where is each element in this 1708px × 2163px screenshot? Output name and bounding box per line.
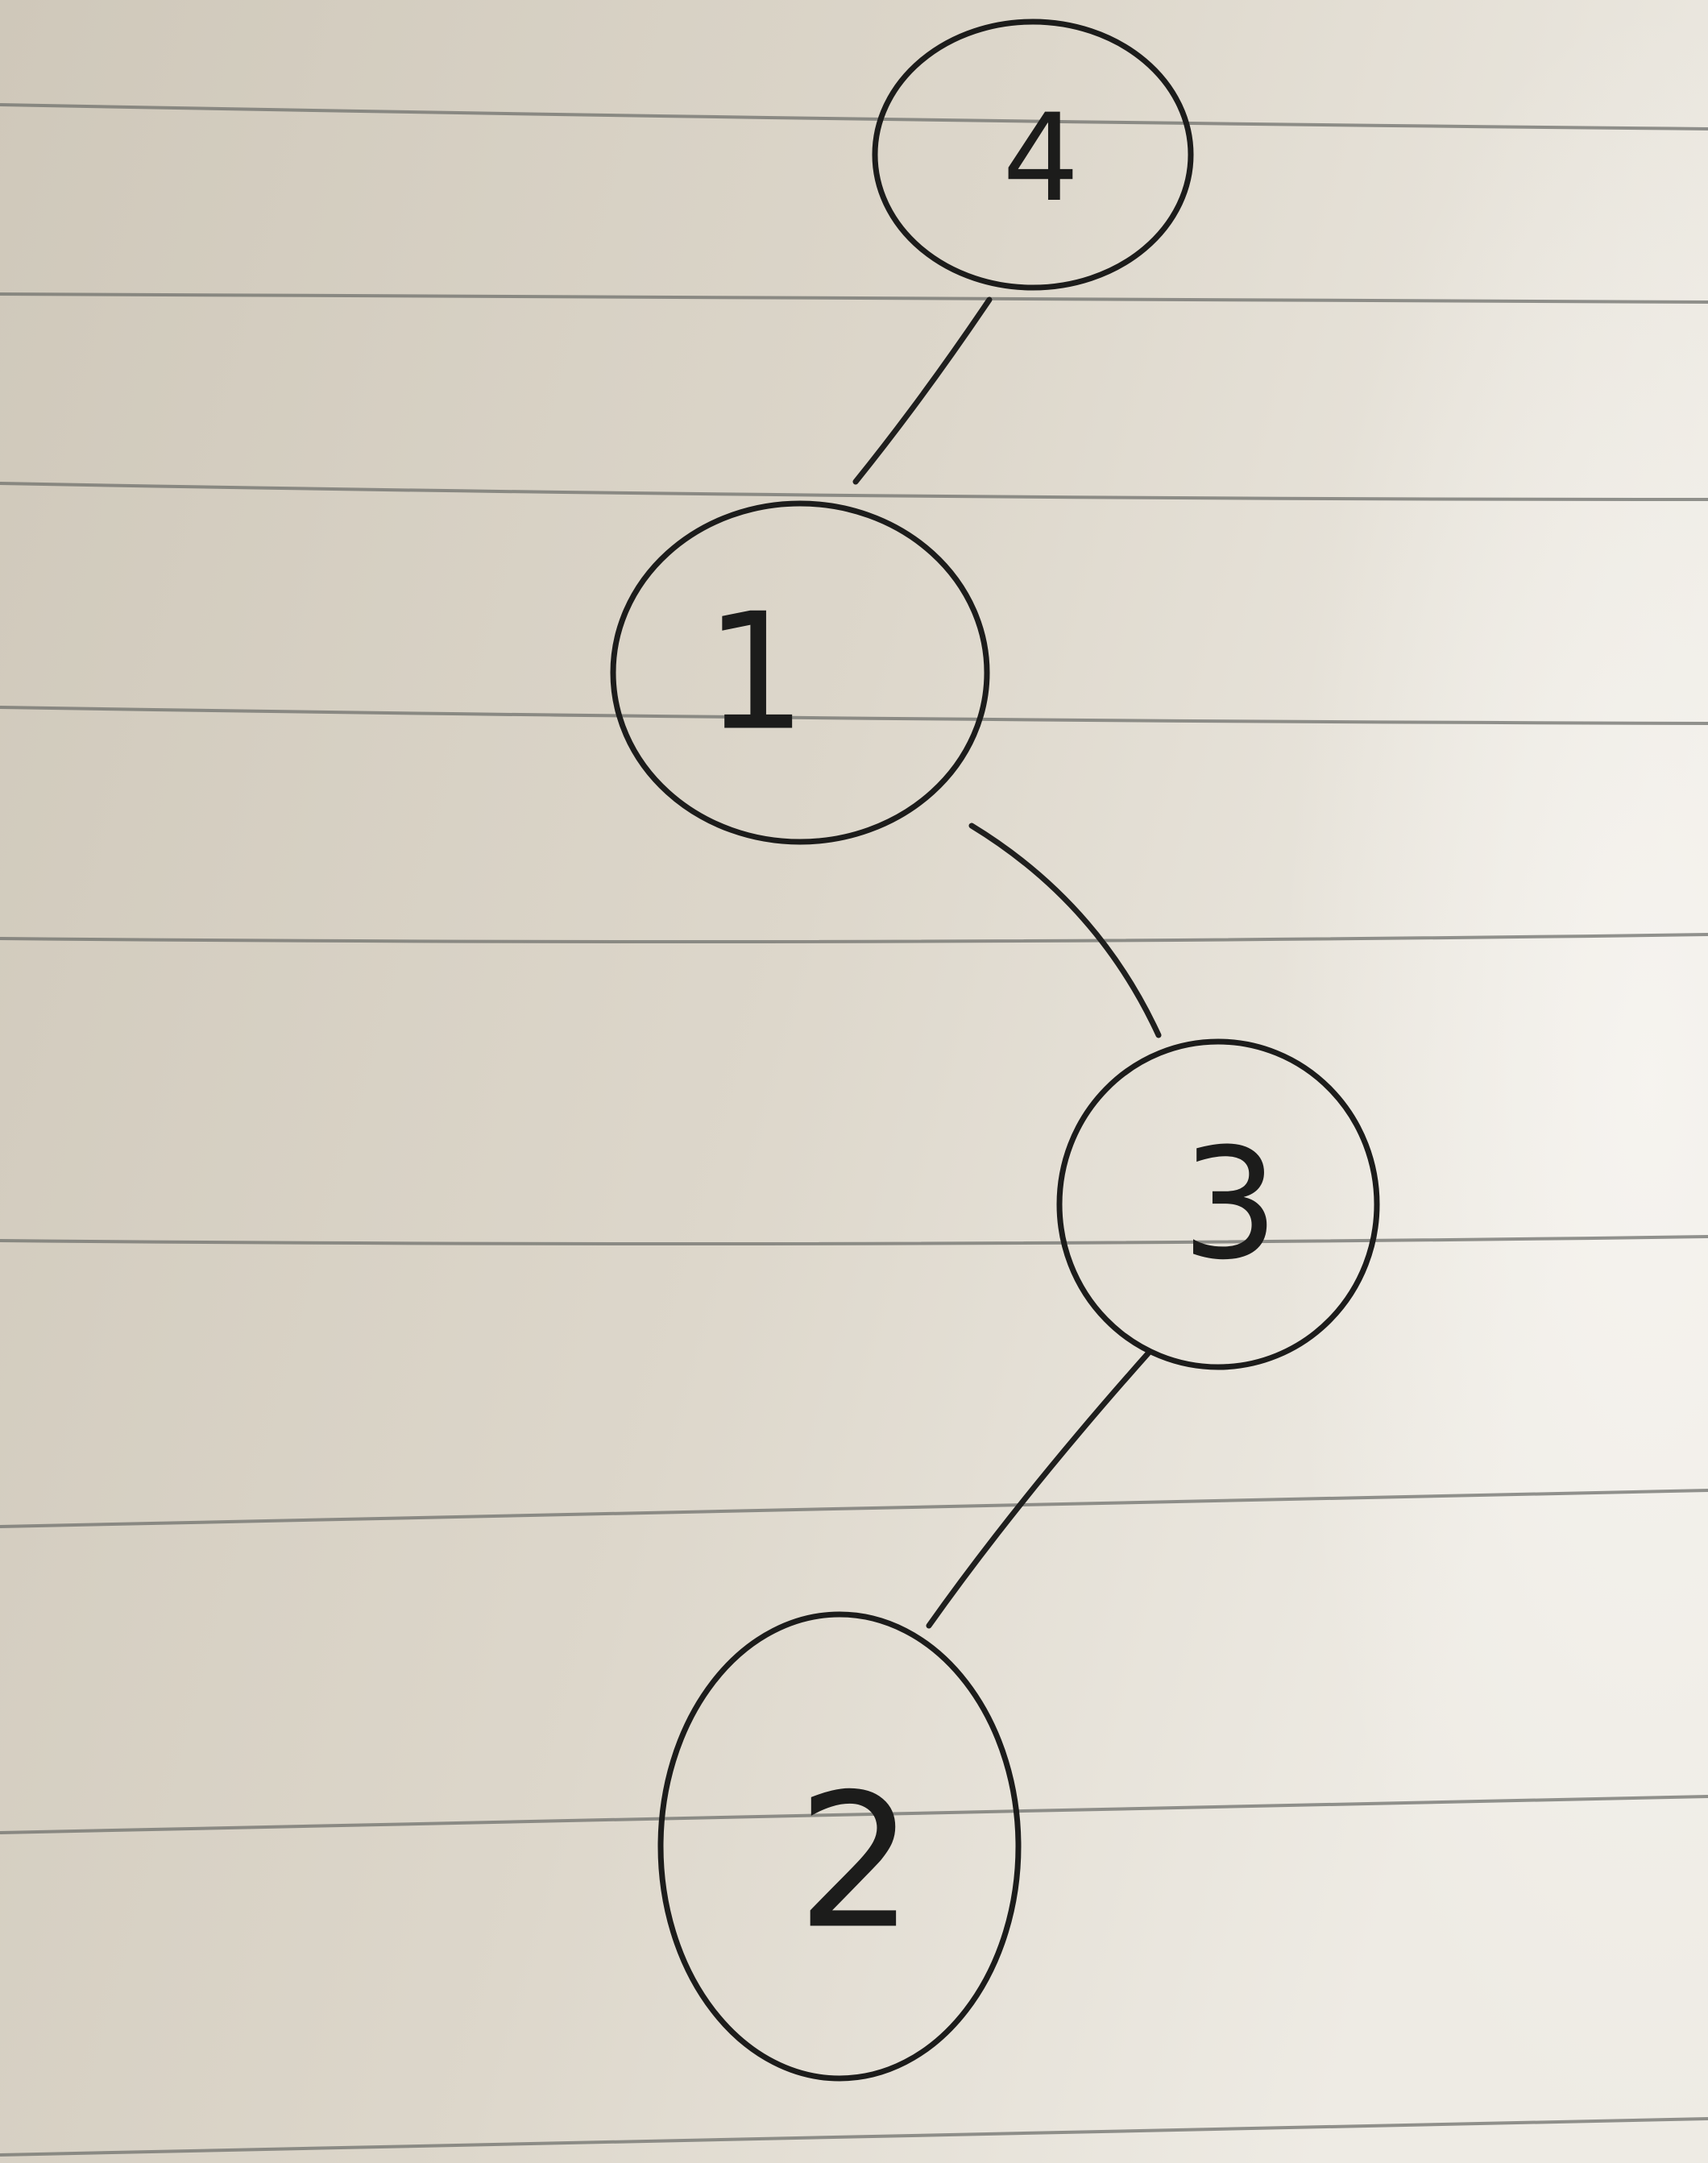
- ruled-line: [0, 1235, 1708, 1245]
- edge-3-to-2: [926, 1350, 1151, 1629]
- ruled-line: [0, 103, 1708, 131]
- node-label: 1: [704, 579, 806, 767]
- ruled-line: [0, 1795, 1708, 1834]
- tree-edges: [852, 296, 1162, 1629]
- node-circle: [610, 500, 990, 845]
- ruled-line: [0, 292, 1708, 304]
- edge-4-to-1: [852, 296, 993, 485]
- ruled-line: [0, 1489, 1708, 1528]
- tree-node-3: 3: [1056, 1038, 1380, 1370]
- tree-node-1: 1: [610, 500, 990, 845]
- ruled-line: [0, 2117, 1708, 2157]
- node-circle: [657, 1611, 1022, 2082]
- paper-glare: [967, 0, 1708, 2163]
- tree-node-4: 4: [872, 19, 1194, 291]
- node-label: 3: [1182, 1116, 1279, 1294]
- node-circle: [1056, 1038, 1380, 1370]
- ruled-line: [0, 933, 1708, 943]
- ruled-lines: [0, 103, 1708, 2157]
- ruled-line: [0, 482, 1708, 501]
- ruled-line: [0, 706, 1708, 725]
- node-label: 4: [1002, 89, 1079, 229]
- tree-nodes: 4 1 3 2: [610, 19, 1380, 2082]
- tree-node-2: 2: [657, 1611, 1022, 2082]
- node-circle: [872, 19, 1194, 291]
- edge-1-to-3: [968, 823, 1162, 1038]
- node-label: 2: [797, 1755, 914, 1970]
